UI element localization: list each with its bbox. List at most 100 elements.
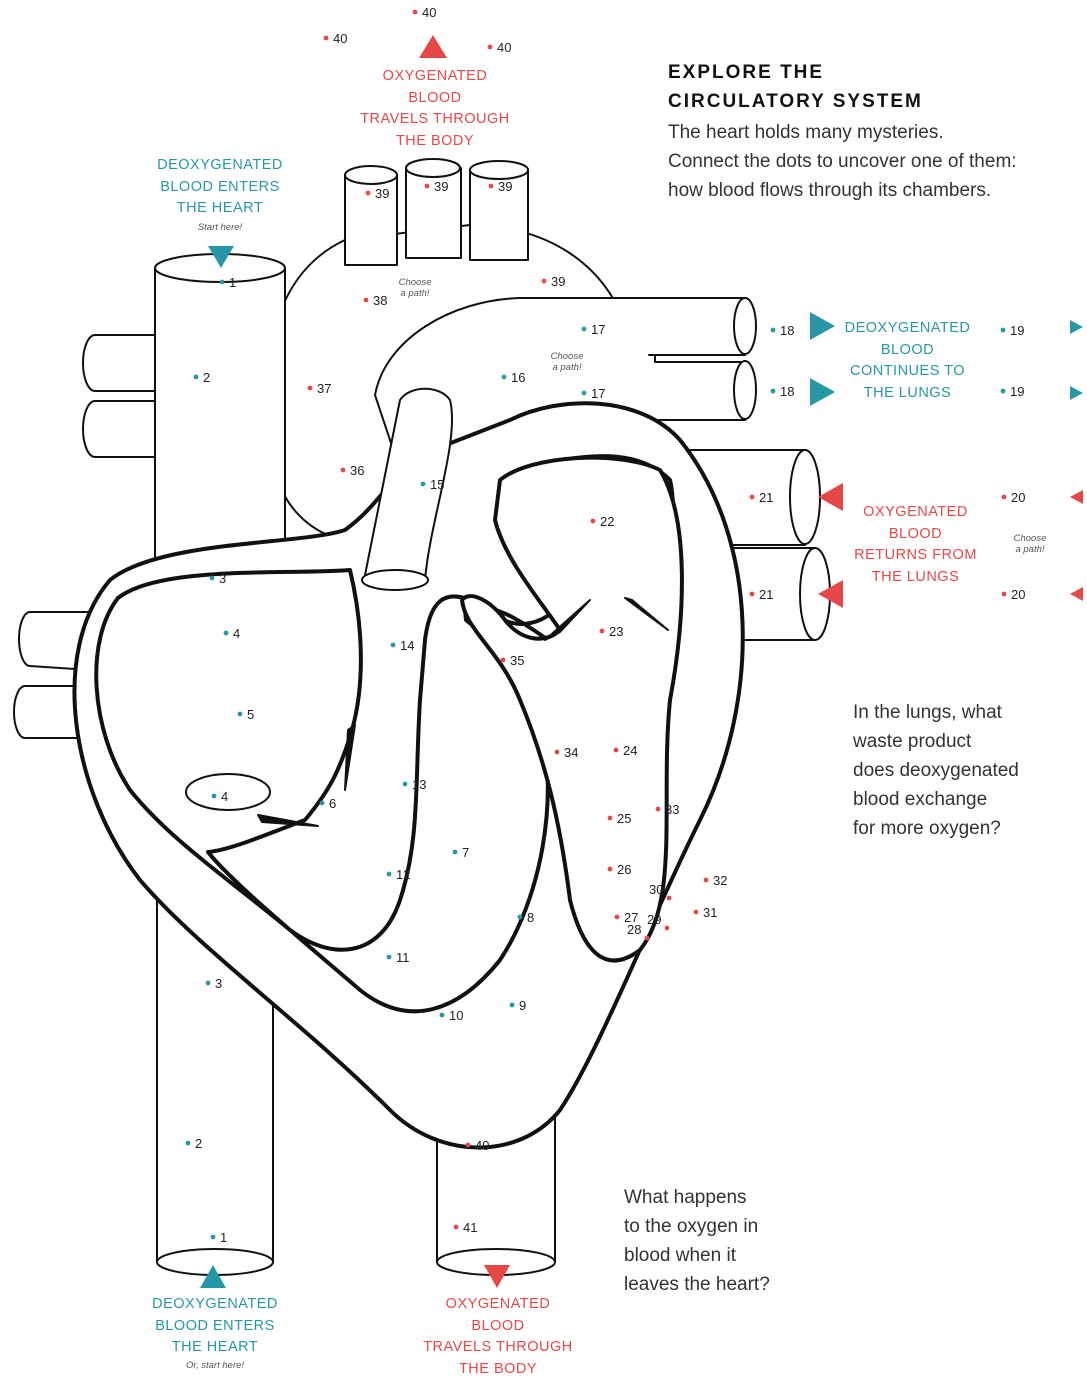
dot-39-label: 39: [551, 274, 565, 289]
arrow-return-4: [1070, 587, 1083, 601]
label-line: BLOOD: [471, 1318, 524, 1334]
dot-19-marker[interactable]: [1001, 328, 1006, 333]
dot-13-label: 13: [412, 777, 426, 792]
dot-3-label: 3: [219, 571, 226, 586]
dot-21-label: 21: [759, 490, 773, 505]
dot-21-marker[interactable]: [750, 495, 755, 500]
dot-13-marker[interactable]: [403, 782, 408, 787]
dot-33-marker[interactable]: [656, 807, 661, 812]
label-deoxy-lungs: DEOXYGENATED BLOOD CONTINUES TO THE LUNG…: [835, 318, 980, 404]
dot-2-marker[interactable]: [186, 1141, 191, 1146]
dot-19-label: 19: [1010, 384, 1024, 399]
question-line: for more oxygen?: [853, 818, 1001, 839]
dot-8-marker[interactable]: [518, 915, 523, 920]
dot-39-marker[interactable]: [489, 184, 494, 189]
dot-35-marker[interactable]: [501, 658, 506, 663]
label-line: THE LUNGS: [864, 385, 952, 401]
dot-12-marker[interactable]: [387, 872, 392, 877]
label-line: OXYGENATED: [863, 504, 968, 520]
dot-41-marker[interactable]: [454, 1225, 459, 1230]
dot-17-label: 17: [591, 322, 605, 337]
dot-3-label: 3: [215, 976, 222, 991]
dot-6-marker[interactable]: [320, 801, 325, 806]
dot-40-marker[interactable]: [488, 45, 493, 50]
dot-17-marker[interactable]: [582, 391, 587, 396]
dot-34-marker[interactable]: [555, 750, 560, 755]
label-line: TRAVELS THROUGH: [360, 111, 510, 127]
dot-35-label: 35: [510, 653, 524, 668]
dot-10-marker[interactable]: [440, 1013, 445, 1018]
dot-39-marker[interactable]: [425, 184, 430, 189]
dot-37-label: 37: [317, 381, 331, 396]
dot-12-label: 12: [396, 867, 410, 882]
dot-18-marker[interactable]: [771, 328, 776, 333]
dot-18-marker[interactable]: [771, 389, 776, 394]
dot-40-marker[interactable]: [324, 36, 329, 41]
dot-7-marker[interactable]: [453, 850, 458, 855]
dot-30-marker[interactable]: [667, 896, 672, 901]
label-oxy-returns: OXYGENATED BLOOD RETURNS FROM THE LUNGS: [843, 502, 988, 588]
dot-22-marker[interactable]: [591, 519, 596, 524]
note-line: Choose: [399, 277, 432, 288]
dot-32-marker[interactable]: [704, 878, 709, 883]
label-line: DEOXYGENATED: [152, 1296, 278, 1312]
dot-1-marker[interactable]: [211, 1235, 216, 1240]
note-line: a path!: [552, 362, 581, 373]
dot-14-label: 14: [400, 638, 414, 653]
dot-40-marker[interactable]: [466, 1143, 471, 1148]
dot-20-label: 20: [1011, 490, 1025, 505]
dot-20-marker[interactable]: [1002, 495, 1007, 500]
dot-29-marker[interactable]: [665, 926, 670, 931]
left-upper-vessel-2: [83, 401, 160, 457]
question-line: waste product: [853, 731, 971, 752]
dot-28-marker[interactable]: [645, 936, 650, 941]
dot-16-marker[interactable]: [502, 375, 507, 380]
dot-41-label: 41: [463, 1220, 477, 1235]
dot-28-label: 28: [627, 922, 641, 937]
question-line: In the lungs, what: [853, 702, 1002, 723]
dot-2-marker[interactable]: [194, 375, 199, 380]
dot-11-label: 11: [396, 950, 410, 965]
dot-21-marker[interactable]: [750, 592, 755, 597]
dot-38-marker[interactable]: [364, 298, 369, 303]
dot-31-marker[interactable]: [694, 910, 699, 915]
dot-17-marker[interactable]: [582, 327, 587, 332]
page-title: EXPLORE THE CIRCULATORY SYSTEM: [668, 58, 923, 116]
dot-22-label: 22: [600, 514, 614, 529]
dot-29-label: 29: [647, 912, 661, 927]
dot-39-marker[interactable]: [366, 191, 371, 196]
dot-36-label: 36: [350, 463, 364, 478]
dot-39-marker[interactable]: [542, 279, 547, 284]
dot-11-marker[interactable]: [387, 955, 392, 960]
dot-39-label: 39: [434, 179, 448, 194]
dot-9-marker[interactable]: [510, 1003, 515, 1008]
title-line-2: CIRCULATORY SYSTEM: [668, 91, 923, 112]
dot-25-marker[interactable]: [608, 816, 613, 821]
dot-37-marker[interactable]: [308, 386, 313, 391]
dot-20-marker[interactable]: [1002, 592, 1007, 597]
question-oxygen: What happens to the oxygen in blood when…: [624, 1183, 834, 1299]
dot-24-marker[interactable]: [614, 748, 619, 753]
question-lungs: In the lungs, what waste product does de…: [853, 698, 1083, 843]
dot-40-marker[interactable]: [413, 10, 418, 15]
dot-15-marker[interactable]: [421, 482, 426, 487]
dot-5-marker[interactable]: [238, 712, 243, 717]
dot-26-marker[interactable]: [608, 867, 613, 872]
dot-23-marker[interactable]: [600, 629, 605, 634]
dot-36-marker[interactable]: [341, 468, 346, 473]
label-line: THE HEART: [177, 200, 263, 216]
intro-line: The heart holds many mysteries.: [668, 122, 944, 143]
dot-1-marker[interactable]: [220, 280, 225, 285]
dot-40-label: 40: [497, 40, 511, 55]
question-line: to the oxygen in: [624, 1216, 758, 1237]
dot-27-marker[interactable]: [615, 915, 620, 920]
dot-19-marker[interactable]: [1001, 389, 1006, 394]
dot-4-marker[interactable]: [224, 631, 229, 636]
dot-4-marker[interactable]: [212, 794, 217, 799]
dot-20-label: 20: [1011, 587, 1025, 602]
arrow-top-oxy: [419, 35, 447, 58]
dot-14-marker[interactable]: [391, 643, 396, 648]
dot-7-label: 7: [462, 845, 469, 860]
dot-3-marker[interactable]: [210, 576, 215, 581]
dot-3-marker[interactable]: [206, 981, 211, 986]
